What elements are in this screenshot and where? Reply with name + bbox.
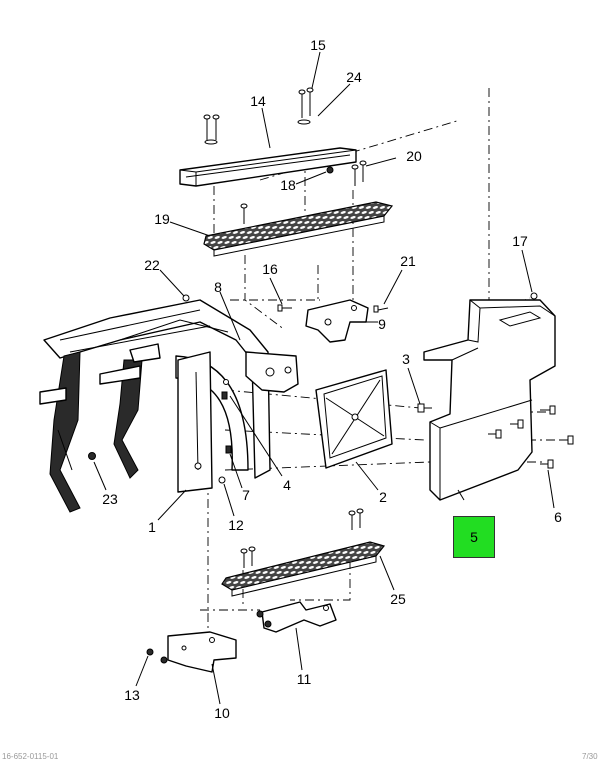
callout-12: 12 xyxy=(228,517,244,533)
part-10-mount xyxy=(160,631,237,673)
frame-assembly xyxy=(39,299,299,513)
callout-21: 21 xyxy=(400,253,416,269)
callout-5-highlighted[interactable]: 5 xyxy=(470,529,478,545)
part-19-upper-step xyxy=(203,201,394,257)
callout-19: 19 xyxy=(154,211,170,227)
part-11-bracket xyxy=(256,601,337,633)
page-number: 7/30 xyxy=(582,752,598,761)
part-9-bracket xyxy=(305,299,369,343)
callout-18: 18 xyxy=(280,177,296,193)
callout-20: 20 xyxy=(406,148,422,164)
callout-1: 1 xyxy=(148,519,156,535)
callout-13: 13 xyxy=(124,687,140,703)
drawing-id: 16-652-0115-01 xyxy=(2,752,59,761)
leader-lines xyxy=(93,51,555,705)
callout-14: 14 xyxy=(250,93,266,109)
callout-6: 6 xyxy=(554,509,562,525)
fasteners xyxy=(88,87,574,656)
callout-10: 10 xyxy=(214,705,230,721)
highlighted-part-box[interactable] xyxy=(453,516,495,558)
callout-2: 2 xyxy=(379,489,387,505)
callout-11: 11 xyxy=(297,671,312,687)
callout-22: 22 xyxy=(144,257,160,273)
callout-15: 15 xyxy=(310,37,326,53)
part-25-lower-step xyxy=(221,541,386,597)
callout-7: 7 xyxy=(242,487,250,503)
part-14-channel xyxy=(179,147,357,187)
callout-24: 24 xyxy=(346,69,362,85)
callout-3: 3 xyxy=(402,351,410,367)
part-5-side-panel xyxy=(423,299,556,501)
callout-4: 4 xyxy=(283,477,291,493)
callout-23: 23 xyxy=(102,491,118,507)
callout-17: 17 xyxy=(512,233,528,249)
callout-25: 25 xyxy=(390,591,406,607)
callout-9: 9 xyxy=(378,316,386,332)
callout-8: 8 xyxy=(214,279,222,295)
part-2-cross-plate xyxy=(315,369,393,469)
callout-labels: 15 24 14 20 18 19 17 16 21 22 8 9 3 4 2 … xyxy=(102,37,562,721)
callout-16: 16 xyxy=(262,261,278,277)
